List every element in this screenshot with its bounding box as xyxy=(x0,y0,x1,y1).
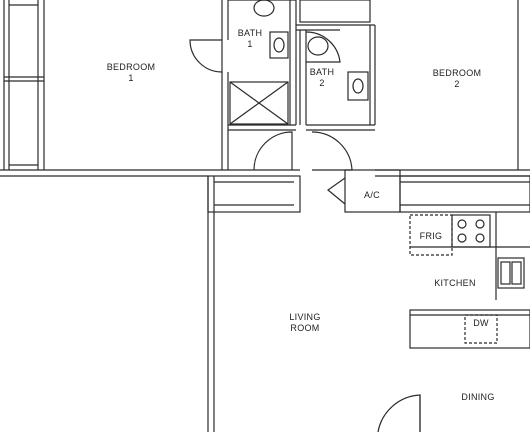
hall-door-swing-1 xyxy=(253,131,293,171)
bedroom2-label: BEDROOM 2 xyxy=(432,68,482,89)
hall-closet-west xyxy=(207,175,301,213)
kitchen-label: KITCHEN xyxy=(434,278,476,288)
entry-door-swing xyxy=(377,394,421,432)
bath2-door-swing xyxy=(305,31,341,63)
bath1-toilet xyxy=(253,0,275,17)
dining-label: DINING xyxy=(461,392,495,402)
kitchen-sink xyxy=(497,257,525,289)
range xyxy=(451,214,491,248)
dishwasher xyxy=(464,314,498,344)
bath2-toilet xyxy=(307,36,329,56)
bath2-tub xyxy=(299,0,371,23)
bath2-sink xyxy=(347,71,369,101)
dw-label: DW xyxy=(473,318,489,328)
bath1-sink xyxy=(269,31,289,59)
ac-label: A/C xyxy=(364,190,380,200)
bath1-label: BATH 1 xyxy=(237,28,263,49)
bedroom1-label: BEDROOM 1 xyxy=(106,62,156,83)
bath2-label: BATH 2 xyxy=(309,67,335,88)
living-room-label: LIVING ROOM xyxy=(289,312,321,333)
kitchen-counter xyxy=(409,309,530,349)
hall-door-swing-2 xyxy=(311,131,353,171)
bath1-shower xyxy=(229,81,289,125)
ac-door-swing xyxy=(327,177,346,205)
frig-label: FRIG xyxy=(419,231,443,241)
bath1-door-swing xyxy=(189,39,223,73)
